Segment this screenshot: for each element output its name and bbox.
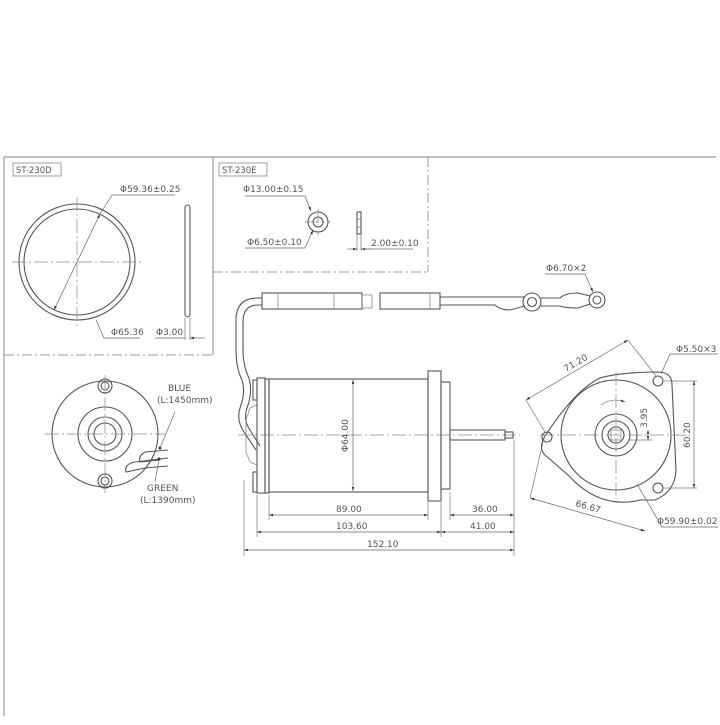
side-view (238, 370, 520, 502)
dim-overall-length: 152.10 (367, 540, 399, 550)
top-frame (3, 156, 716, 716)
lead-wire (235, 273, 606, 451)
body-diameter-label: Φ64.00 (341, 419, 351, 452)
terminal-hole-label: Φ6.70×2 (546, 264, 586, 274)
washer-thickness-label: 2.00±0.10 (371, 239, 419, 249)
blue-wire-length: (L:1450mm) (157, 396, 213, 406)
dim-hole-span-bottom: 66.67 (574, 499, 602, 516)
panel-tag: ST-230D (16, 166, 52, 176)
washer-inner-label: Φ6.50±0.10 (247, 238, 302, 248)
dim-hole-span-vertical: 60.20 (683, 422, 693, 448)
dim-hole-span-top: 71.20 (563, 353, 591, 375)
dim-housing-length: 103.60 (336, 522, 368, 532)
panel-st230d: ST-230D Φ59.36±0.25 Φ65.36 Φ3.00 (12, 162, 205, 340)
dim-shaft-from-flange: 41.00 (470, 522, 496, 532)
tag-box (218, 162, 268, 177)
cross-section-label: Φ3.00 (156, 328, 183, 338)
pilot-diameter-label: Φ59.90±0.02 (657, 517, 717, 527)
tag-box (12, 162, 62, 177)
washer-outer-label: Φ13.00±0.15 (243, 185, 303, 195)
blue-wire-label: BLUE (168, 384, 191, 394)
outer-diameter-label: Φ65.36 (111, 328, 144, 338)
green-wire-label: GREEN (147, 484, 178, 494)
dim-shaft-flat: 3.95 (640, 408, 650, 428)
side-dimensions (243, 440, 515, 556)
o-ring-side (155, 204, 205, 340)
o-ring-front (12, 194, 175, 339)
green-wire-length: (L:1390mm) (140, 496, 196, 506)
panel-st230e: ST-230E Φ13.00±0.15 Φ6.50±0.10 2.00±0.10 (218, 162, 419, 251)
inner-diameter-label: Φ59.36±0.25 (120, 185, 180, 195)
front-view (525, 339, 718, 532)
dim-body-length: 89.00 (336, 505, 362, 515)
panel-tag: ST-230E (222, 166, 256, 176)
mount-hole-label: Φ5.50×3 (676, 345, 716, 355)
washer (245, 195, 413, 251)
dim-shaft-length: 36.00 (472, 505, 498, 515)
rear-view (45, 375, 176, 493)
